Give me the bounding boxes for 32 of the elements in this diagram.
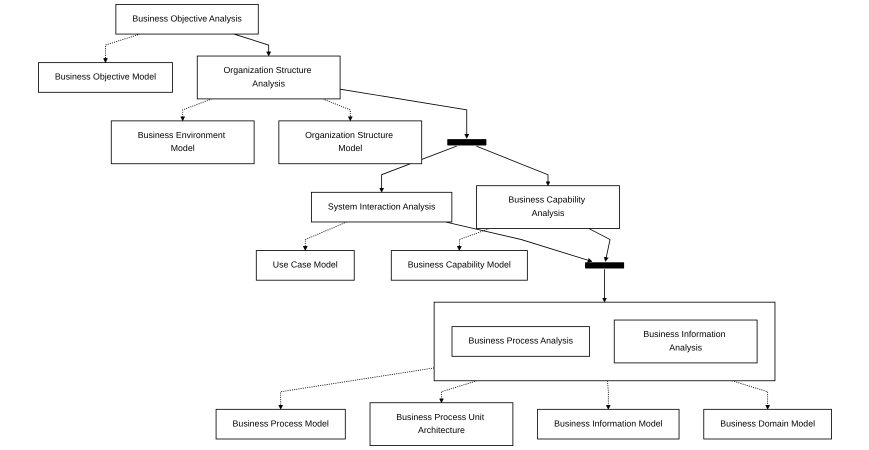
node-box: Business Capability Model — [390, 250, 528, 281]
arrow — [605, 380, 610, 410]
node-box: Business Process Model — [215, 408, 346, 440]
node-box: Business Objective Analysis — [114, 4, 258, 34]
node-box: Business Information Model — [536, 408, 679, 440]
arrow — [339, 88, 469, 139]
node-box: System Interaction Analysis — [310, 192, 452, 222]
node-box: Organization Structure Model — [278, 120, 422, 164]
arrow — [588, 228, 610, 262]
arrow — [278, 368, 434, 410]
arrow — [233, 34, 271, 56]
node-box: Business Domain Model — [702, 408, 832, 440]
cluster — [433, 302, 775, 382]
arrow — [731, 380, 770, 410]
arrow — [444, 222, 592, 263]
arrow — [438, 380, 478, 403]
arrow — [456, 228, 490, 251]
arrow — [322, 98, 352, 122]
node-box: Business Capability Analysis — [476, 185, 620, 229]
node-box: Business Process Unit Architecture — [369, 402, 513, 446]
node-box: Business Information Analysis — [613, 320, 758, 364]
arrow — [180, 98, 212, 122]
node-box: Business Process Analysis — [451, 326, 590, 357]
arrow — [302, 222, 347, 251]
node-box: Organization Structure Analysis — [196, 56, 340, 100]
node-box: Business Environment Model — [110, 120, 254, 164]
arrow — [602, 268, 606, 302]
arrow — [378, 146, 457, 193]
node-box: Business Objective Model — [38, 62, 172, 93]
arrow — [102, 34, 140, 63]
node-box: Use Case Model — [255, 250, 354, 281]
arrow — [476, 146, 550, 186]
